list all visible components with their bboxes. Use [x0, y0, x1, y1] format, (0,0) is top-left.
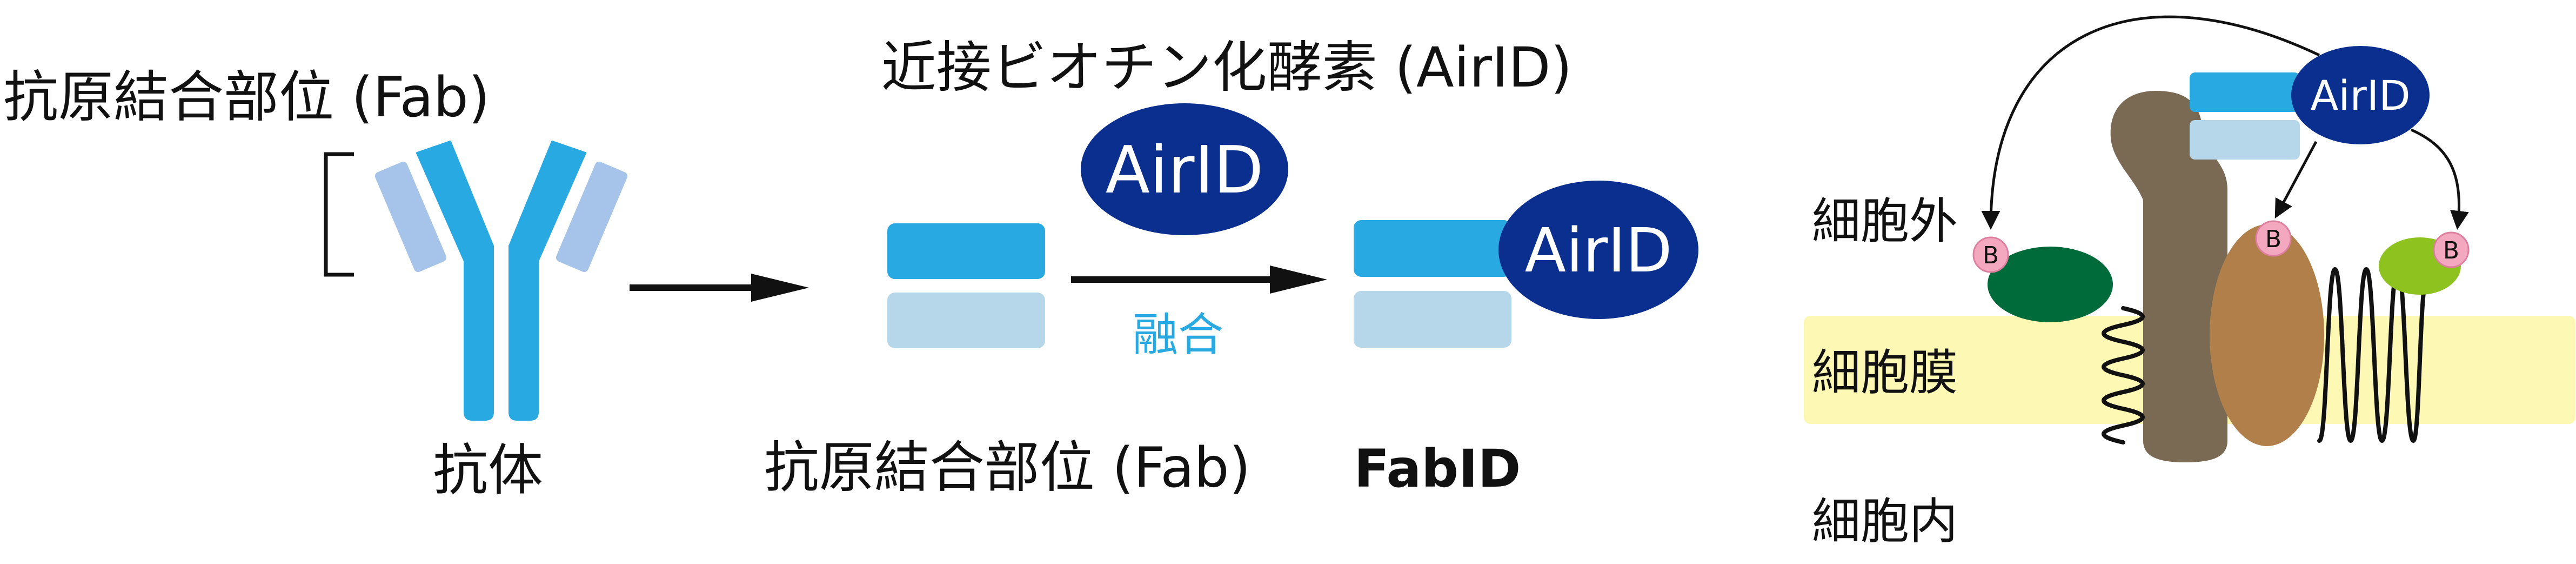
membrane-label: 細胞膜: [1812, 344, 1958, 401]
bound-airid-ellipse: [2291, 46, 2430, 144]
fab-fragment: [887, 223, 1045, 348]
transmembrane-helix-multi: [2317, 267, 2428, 443]
neighbor-protein-green: [1988, 247, 2113, 322]
biotin-circle: [2433, 231, 2470, 268]
membrane-panel: 細胞外 細胞膜 細胞内 B B B AirID: [1804, 15, 2575, 550]
biotin-label: B: [1983, 242, 1999, 269]
fabid-airid-label: AirID: [1524, 216, 1672, 286]
bound-airid-label: AirID: [2310, 71, 2410, 120]
light-chain-left: [374, 161, 447, 273]
heavy-chain-left: [416, 141, 494, 421]
fab-bracket: [324, 152, 354, 277]
fabid-construct: AirID: [1354, 181, 1698, 348]
heavy-chain-right: [508, 141, 586, 421]
antibody-fab-label: 抗原結合部位 (Fab): [3, 65, 490, 130]
airid-ellipse: [1081, 103, 1288, 235]
biotinylation-arrow-center: [2274, 141, 2318, 219]
airid-label: AirID: [1106, 133, 1264, 208]
fabid-airid-ellipse: [1498, 181, 1698, 319]
light-chain-right: [556, 161, 628, 273]
biotin-label: B: [2443, 237, 2459, 264]
biotin-mark-3: B: [2433, 231, 2470, 268]
bound-fab-upper-block: [2190, 72, 2300, 112]
antibody-label: 抗体: [433, 439, 543, 503]
arrow-antibody-to-fab: [630, 274, 809, 302]
biotin-mark-2: B: [2255, 220, 2292, 257]
antibody-shape: [374, 141, 628, 421]
antibody-panel: 抗原結合部位 (Fab) 抗体: [3, 65, 628, 503]
fab-lower-block: [887, 293, 1045, 348]
neighbor-protein-brown: [2210, 224, 2324, 446]
biotin-circle: [2255, 220, 2292, 257]
transmembrane-helix-single: [2102, 306, 2145, 444]
biotinylation-arrow-far: [1981, 15, 2320, 230]
airid-enzyme: AirID: [1081, 103, 1288, 235]
intracellular-label: 細胞内: [1812, 493, 1958, 550]
fusion-panel: 近接ビオチン化酵素 (AirID) AirID 融合 抗原結合部位 (Fab) …: [764, 36, 1698, 500]
biotin-label: B: [2265, 225, 2281, 253]
biotin-mark-1: B: [1972, 236, 2009, 273]
arrow-fusion: [1071, 266, 1327, 294]
fabid-upper-block: [1354, 220, 1511, 277]
extracellular-label: 細胞外: [1812, 193, 1958, 250]
fabid-lower-block: [1354, 291, 1511, 348]
fab-upper-block: [887, 223, 1045, 279]
bound-fab-lower-block: [2190, 120, 2300, 160]
biotinylation-arrow-right: [2410, 128, 2469, 230]
fab-label: 抗原結合部位 (Fab): [764, 436, 1251, 500]
bound-fabid: AirID: [2190, 46, 2430, 160]
fusion-label: 融合: [1133, 308, 1223, 361]
enzyme-title: 近接ビオチン化酵素 (AirID): [881, 36, 1573, 100]
target-receptor: [2110, 91, 2227, 462]
fabid-label: FabID: [1354, 439, 1521, 499]
biotin-circle: [1972, 236, 2009, 273]
